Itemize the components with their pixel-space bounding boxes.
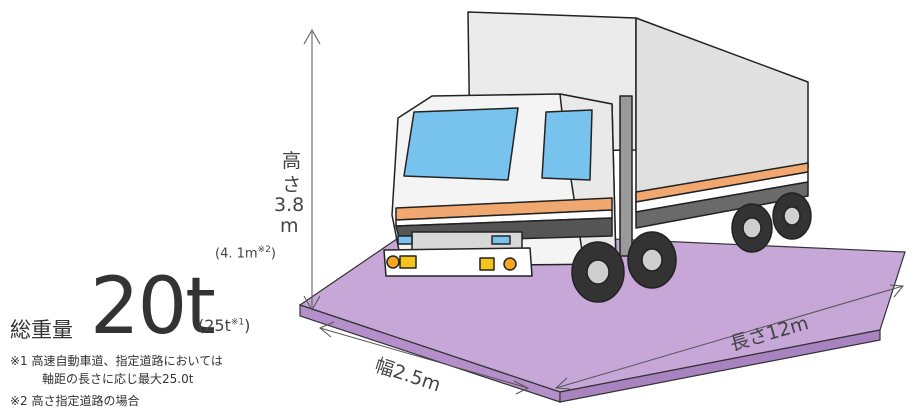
weight-alt-mark: ※1 bbox=[230, 317, 245, 328]
height-label-char-2: さ bbox=[282, 174, 302, 196]
height-label-char-1: 高 bbox=[282, 150, 302, 172]
gross-weight-alt: (25t※1) bbox=[198, 316, 250, 335]
note-1-line-2: 軸距の長さに応じ最大25.0t bbox=[42, 372, 194, 386]
length-arrow bbox=[554, 284, 904, 390]
note-2: ※2 高さ指定道路の場合 bbox=[10, 394, 140, 408]
note-1-line-1: ※1 高速自動車道、指定道路においては bbox=[10, 354, 223, 368]
side-window bbox=[541, 109, 593, 181]
width-arrow bbox=[319, 321, 530, 395]
height-alt: (4. 1m※2) bbox=[215, 245, 276, 261]
height-unit: m bbox=[280, 215, 299, 237]
height-alt-mark: ※2 bbox=[257, 245, 271, 255]
height-alt-prefix: (4. 1m bbox=[215, 246, 258, 262]
exhaust-stack bbox=[619, 95, 633, 257]
height-value: 3.8 bbox=[274, 194, 305, 216]
wheels bbox=[571, 192, 812, 303]
weight-alt-prefix: (25t bbox=[198, 316, 231, 335]
headlight-right bbox=[491, 235, 511, 245]
weight-alt-suffix: ) bbox=[244, 316, 251, 335]
height-arrow bbox=[303, 28, 321, 312]
gross-weight-value: 20t bbox=[90, 262, 216, 352]
windshield bbox=[403, 107, 519, 181]
truck bbox=[383, 11, 812, 303]
height-alt-suffix: ) bbox=[270, 246, 276, 262]
gross-weight-label: 総重量 bbox=[10, 318, 73, 342]
headlight-left bbox=[397, 235, 413, 245]
